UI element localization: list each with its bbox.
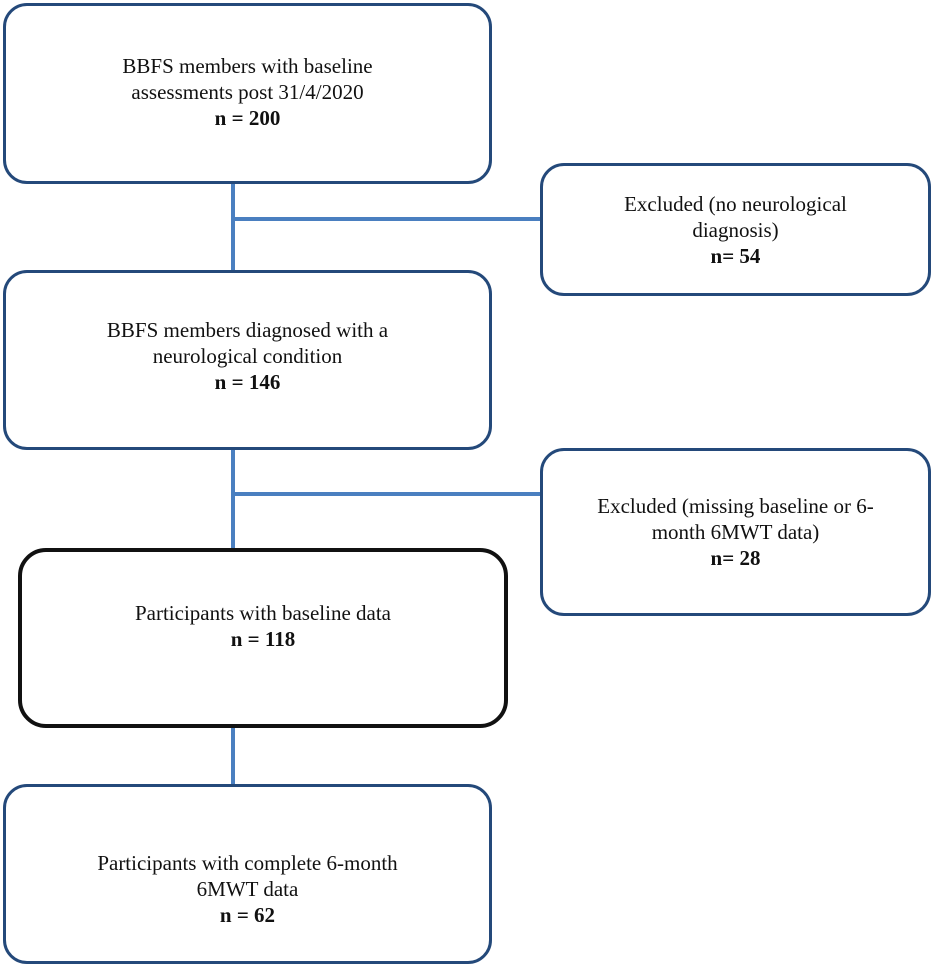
box-excluded-2-text-line-2: month 6MWT data) bbox=[651, 520, 820, 544]
box-excluded-2-count: n= 28 bbox=[710, 546, 761, 570]
box-complete-text-line-2: 6MWT data bbox=[196, 877, 299, 901]
box-excluded-missing-data: Excluded (missing baseline or 6- month 6… bbox=[540, 448, 931, 616]
box-excluded-no-diagnosis: Excluded (no neurological diagnosis) n= … bbox=[540, 163, 931, 296]
box-excluded-1-count: n= 54 bbox=[710, 243, 761, 268]
box-total-text-line-1: BBFS members with baseline bbox=[122, 53, 373, 78]
box-neuro-text-line-2: neurological condition bbox=[152, 344, 343, 368]
box-complete-text-line-1: Participants with complete 6-month bbox=[97, 851, 398, 875]
box-excluded-2-text-line-1: Excluded (missing baseline or 6- bbox=[597, 494, 874, 518]
box-complete-count: n = 62 bbox=[219, 903, 276, 927]
box-total-text-line-2: assessments post 31/4/2020 bbox=[131, 79, 364, 104]
box-baseline-participants: Participants with baseline data n = 118 bbox=[18, 548, 508, 728]
box-neurological-condition: BBFS members diagnosed with a neurologic… bbox=[3, 270, 492, 450]
box-excluded-1-text-line-1: Excluded (no neurological bbox=[624, 191, 847, 216]
box-complete-participants: Participants with complete 6-month 6MWT … bbox=[3, 784, 492, 964]
box-baseline-text-line-1: Participants with baseline data bbox=[134, 601, 391, 625]
box-total-count: n = 200 bbox=[214, 105, 281, 130]
box-neuro-count: n = 146 bbox=[214, 370, 281, 394]
box-baseline-count: n = 118 bbox=[230, 627, 296, 651]
box-excluded-1-text-line-2: diagnosis) bbox=[692, 217, 779, 242]
box-total-members: BBFS members with baseline assessments p… bbox=[3, 3, 492, 184]
box-neuro-text-line-1: BBFS members diagnosed with a bbox=[106, 318, 389, 342]
